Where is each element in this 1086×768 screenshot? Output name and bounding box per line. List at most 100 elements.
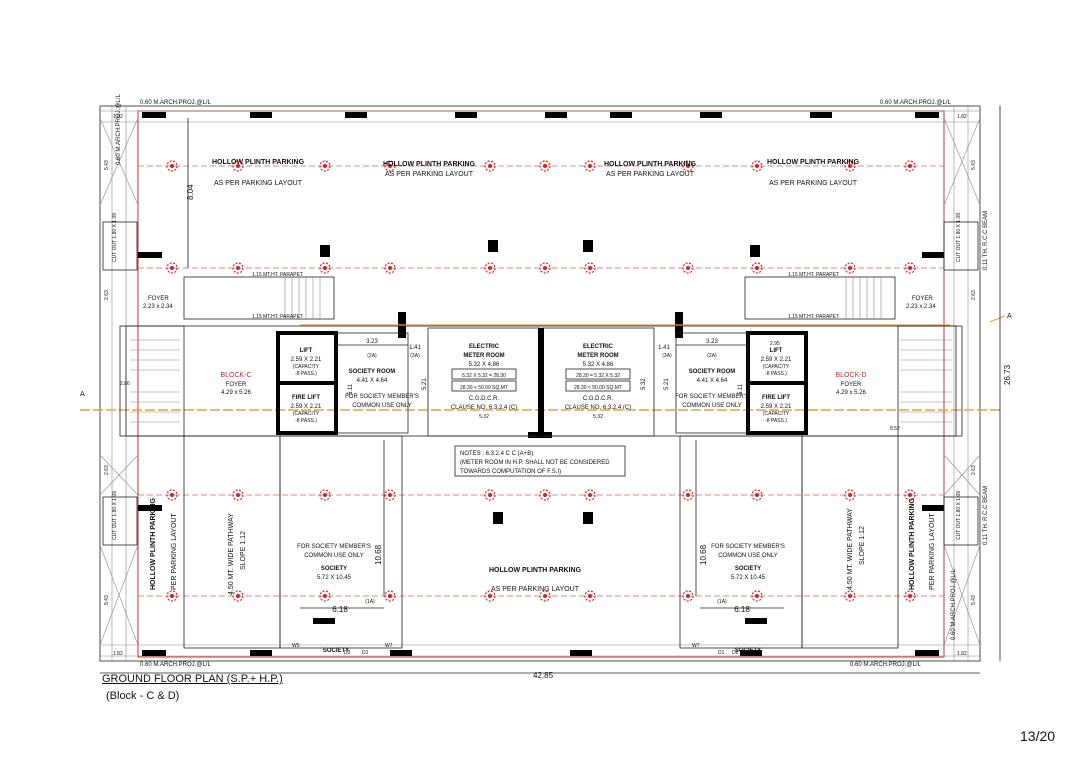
svg-text:5.11: 5.11 [348,383,354,395]
svg-text:-8 PASS.): -8 PASS.) [765,371,787,377]
svg-text:2.23 x 2.34: 2.23 x 2.34 [906,304,936,310]
proj-label-bl: 0.60 M.ARCH.PROJ.@L/L [140,662,211,668]
beam-note-top: 0.11 TH. R.C.C BEAM [983,211,989,270]
svg-text:5.21: 5.21 [422,378,428,390]
column-dot [588,164,592,168]
svg-text:2.63: 2.63 [971,290,977,300]
column-marker [751,489,763,501]
svg-text:28.30 < 50.00 SQ.MT: 28.30 < 50.00 SQ.MT [460,385,508,391]
svg-text:5.21: 5.21 [664,378,670,390]
column-marker [319,489,331,501]
column-marker [232,160,244,172]
svg-text:10.68: 10.68 [699,544,708,565]
drawing-title: GROUND FLOOR PLAN (S.P.+ H.P.) [102,673,283,685]
column-marker [484,160,496,172]
svg-text:28.30 < 50.00 SQ.MT: 28.30 < 50.00 SQ.MT [574,385,622,391]
column-dot [488,164,492,168]
column-dot [755,493,759,497]
svg-text:(3A): (3A) [410,353,420,359]
svg-text:-8 PASS.): -8 PASS.) [295,418,317,424]
column-marker [319,160,331,172]
svg-text:4.41 X 4.64: 4.41 X 4.64 [357,378,388,384]
svg-text:AS PER PARKING LAYOUT: AS PER PARKING LAYOUT [214,180,303,187]
column-marker [484,489,496,501]
pathway-left [183,435,281,649]
svg-text:0.60 M.ARCH.PROJ.@L/L: 0.60 M.ARCH.PROJ.@L/L [951,569,957,640]
svg-text:C.G.D.C.R.: C.G.D.C.R. [583,396,614,402]
column-dot [686,493,690,497]
column-marker [539,262,551,274]
svg-text:D2: D2 [732,650,739,656]
svg-text:CUT OUT 1.80 X 1.09: CUT OUT 1.80 X 1.09 [956,491,962,540]
column-marker [319,590,331,602]
svg-text:1.15 MT.HT. PARAPET: 1.15 MT.HT. PARAPET [788,314,839,320]
top-depth: 8.04 [186,184,195,200]
svg-text:HOLLOW PLINTH PARKING: HOLLOW PLINTH PARKING [767,159,860,166]
society-wing-right [679,435,803,649]
svg-text:-8 PASS.): -8 PASS.) [765,418,787,424]
block-c-label: BLOCK-C [220,372,251,379]
notes-line1: NOTES : 6.3.2.4 C C (A+B) [460,451,533,457]
column-dot [686,594,690,598]
column-marker [584,262,596,274]
society-room-left [335,332,409,434]
svg-text:CUT OUT 1.80 X 1.09: CUT OUT 1.80 X 1.09 [956,213,962,262]
svg-text:(CAPACITY: (CAPACITY [293,411,320,417]
svg-text:SOCIETY: SOCIETY [321,566,347,572]
svg-text:COMMON USE ONLY: COMMON USE ONLY [352,403,412,409]
svg-text:AS PER PARKING LAYOUT: AS PER PARKING LAYOUT [769,180,858,187]
svg-text:1.82: 1.82 [113,651,123,657]
svg-text:HOLLOW PLINTH PARKING: HOLLOW PLINTH PARKING [604,161,697,168]
society-room-right [675,332,749,434]
perimeter-columns [138,112,944,656]
column-marker [484,590,496,602]
svg-text:28.30 = 5.32 X 5.32: 28.30 = 5.32 X 5.32 [576,373,620,379]
svg-text:2.63: 2.63 [971,465,977,475]
svg-text:HOLLOW PLINTH PARKING: HOLLOW PLINTH PARKING [383,161,476,168]
svg-text:D1: D1 [362,650,369,656]
column-marker [384,160,396,172]
svg-text:5.32: 5.32 [593,414,603,420]
column-dot [755,266,759,270]
svg-text:ELECTRIC: ELECTRIC [469,344,500,350]
svg-text:FOYER: FOYER [841,382,862,388]
svg-text:4.50 MT. WIDE PATHWAY: 4.50 MT. WIDE PATHWAY [228,513,235,595]
svg-text:SOCIETY: SOCIETY [735,648,761,654]
column-dot [848,493,852,497]
svg-text:(CAPACITY: (CAPACITY [293,364,320,370]
svg-text:FOYER: FOYER [912,296,933,302]
column-dot [848,164,852,168]
svg-text:2.86: 2.86 [120,381,130,387]
column-marker [232,262,244,274]
svg-text:2.59 X 2.21: 2.59 X 2.21 [761,404,792,410]
columns-group [166,160,916,602]
svg-text:D1: D1 [718,650,725,656]
proj-label-tr: 0.60 M.ARCH.PROJ.@L/L [880,100,951,106]
svg-text:COMMON USE ONLY: COMMON USE ONLY [682,403,742,409]
cutout-br [943,496,979,546]
svg-text:W5: W5 [292,643,300,649]
block-d-label: BLOCK-D [835,372,866,379]
svg-text:SOCIETY ROOM: SOCIETY ROOM [689,369,736,375]
svg-text:SLOPE 1:12: SLOPE 1:12 [859,526,866,565]
svg-text:3.23: 3.23 [366,339,378,345]
column-dot [236,594,240,598]
side-strip-hatch [99,117,981,646]
column-marker [539,489,551,501]
column-dot [588,594,592,598]
svg-text:2.95: 2.95 [770,341,780,347]
column-marker [232,489,244,501]
svg-text:(2A): (2A) [707,353,717,359]
svg-text:FIRE LIFT: FIRE LIFT [292,395,320,401]
column-marker [682,489,694,501]
svg-text:SLOPE 1:12: SLOPE 1:12 [240,531,247,570]
column-dot [543,164,547,168]
svg-text:1.15 MT.HT. PARAPET: 1.15 MT.HT. PARAPET [252,314,303,320]
column-grid [138,165,944,597]
column-dot [588,266,592,270]
proj-label-br: 0.60 M.ARCH.PROJ.@L/L [850,662,921,668]
overall-depth: 26.73 [1003,364,1012,385]
column-marker [384,262,396,274]
svg-text:COMMON USE ONLY: COMMON USE ONLY [304,553,364,559]
column-marker [904,160,916,172]
